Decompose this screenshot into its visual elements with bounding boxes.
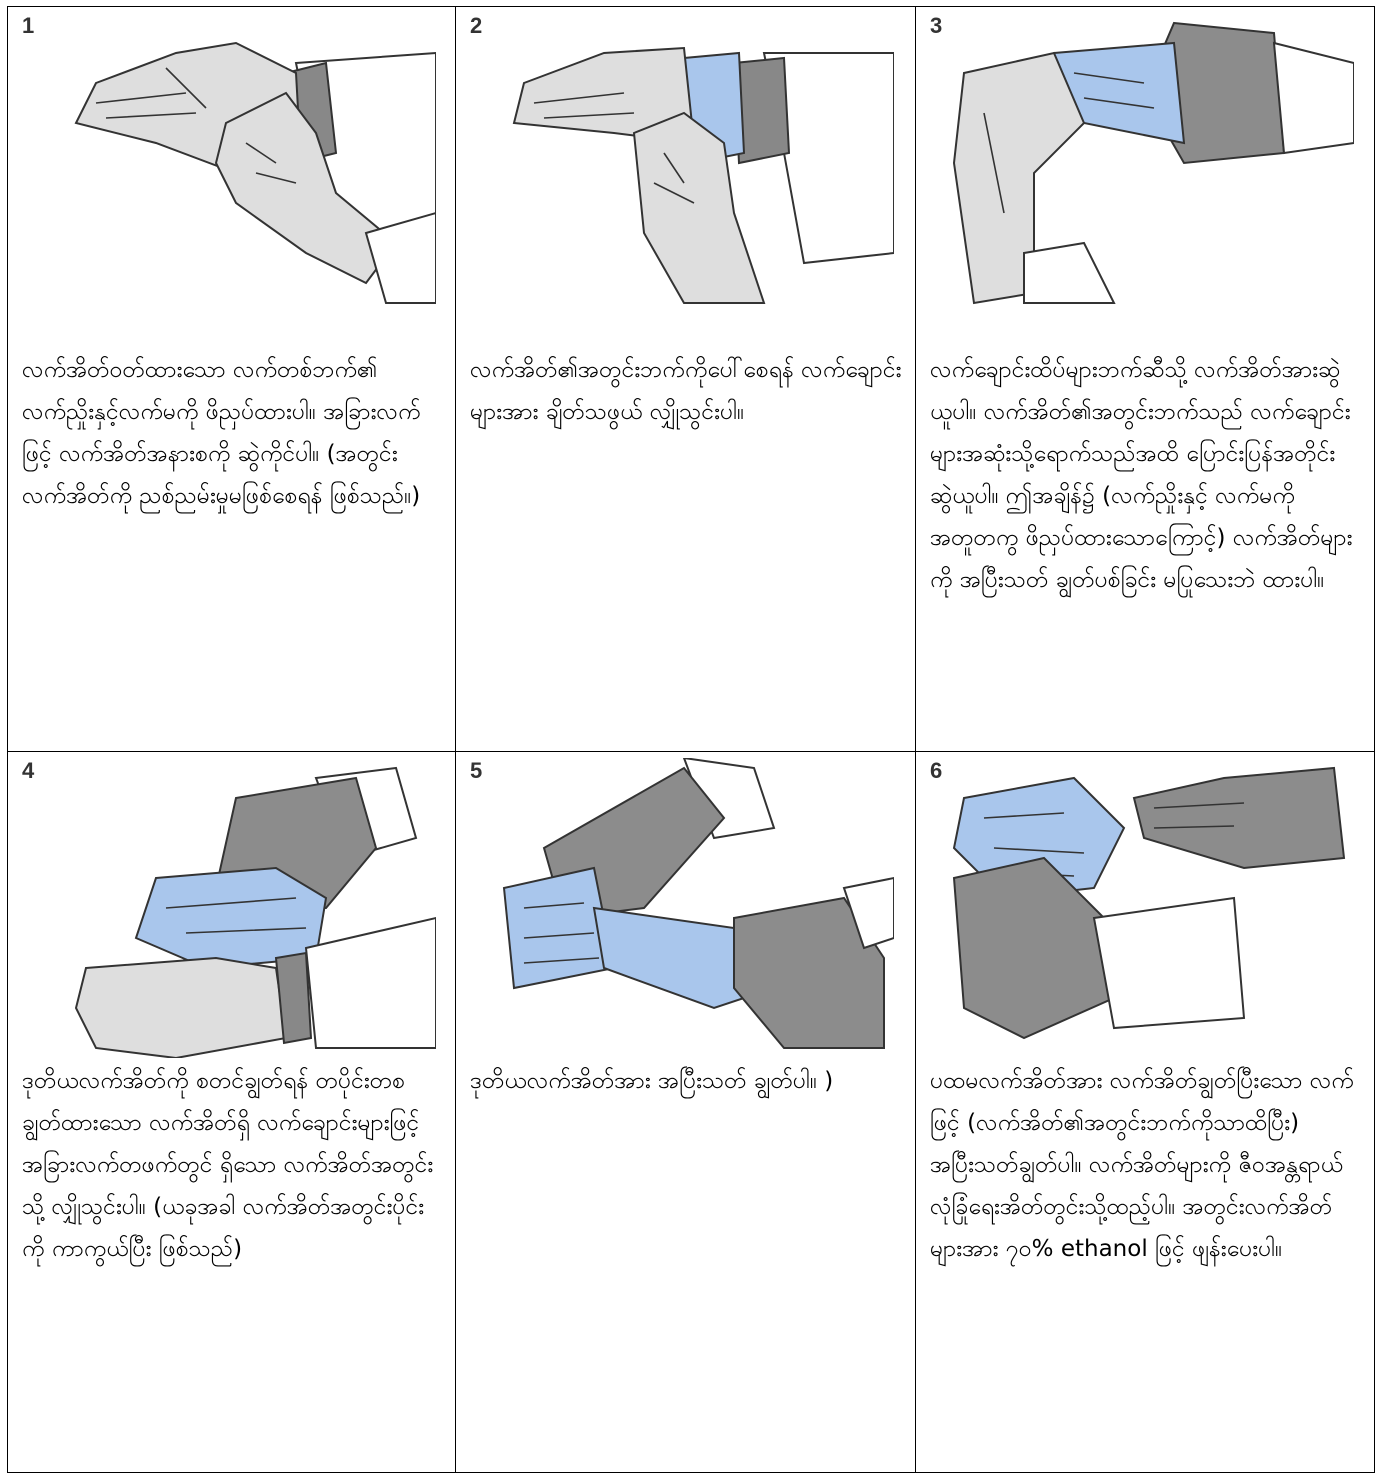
step-cell-4: 4 ဒုတိယလက်အိတ်ကို စတင်ချွတ်ရန် တပိုင်းတစ… [8, 752, 456, 1473]
step-description: လက်ချောင်းထိပ်များဘက်ဆီသို့ လက်အိတ်အားဆွ… [916, 349, 1374, 601]
step-number: 3 [930, 13, 942, 39]
step-cell-2: 2 လက်အိတ်၏အတွင်းဘက်ကိုပေါ်စေရန် လက်ချောင… [456, 7, 916, 752]
step-cell-1: 1 လက်အိတ်ဝတ်ထားသော လက်တစ်ဘက်၏ လက်ညှိုးနှ… [8, 7, 456, 752]
step-illustration [484, 13, 894, 313]
step-number: 4 [22, 758, 34, 784]
step-description: ဒုတိယလက်အိတ်အား အပြီးသတ် ချွတ်ပါ။ ) [456, 1060, 915, 1102]
step-number: 2 [470, 13, 482, 39]
step-illustration [36, 13, 436, 313]
step-description: ဒုတိယလက်အိတ်ကို စတင်ချွတ်ရန် တပိုင်းတစ ခ… [8, 1060, 455, 1270]
step-description: လက်အိတ်၏အတွင်းဘက်ကိုပေါ်စေရန် လက်ချောင်း… [456, 349, 915, 433]
glove-removal-steps-table: 1 လက်အိတ်ဝတ်ထားသော လက်တစ်ဘက်၏ လက်ညှိုးနှ… [7, 6, 1375, 1473]
step-number: 6 [930, 758, 942, 784]
step-description: လက်အိတ်ဝတ်ထားသော လက်တစ်ဘက်၏ လက်ညှိုးနှင့… [8, 349, 455, 517]
step-illustration [484, 758, 894, 1058]
step-number: 1 [22, 13, 34, 39]
step-illustration [944, 758, 1354, 1058]
step-number: 5 [470, 758, 482, 784]
step-illustration [944, 13, 1354, 313]
step-cell-3: 3 လက်ချောင်းထိပ်များဘက်ဆီသို့ လက်အိတ်အား… [916, 7, 1375, 752]
step-cell-6: 6 ပထမလက်အိတ်အား လက်အိတ်ချွတ်ပြီးသော လက်ဖ… [916, 752, 1375, 1473]
step-description: ပထမလက်အိတ်အား လက်အိတ်ချွတ်ပြီးသော လက်ဖြင… [916, 1060, 1374, 1270]
step-cell-5: 5 ဒုတိယလက်အိတ်အား အပြီးသတ် ချွတ်ပါ။ ) [456, 752, 916, 1473]
step-illustration [36, 758, 436, 1058]
